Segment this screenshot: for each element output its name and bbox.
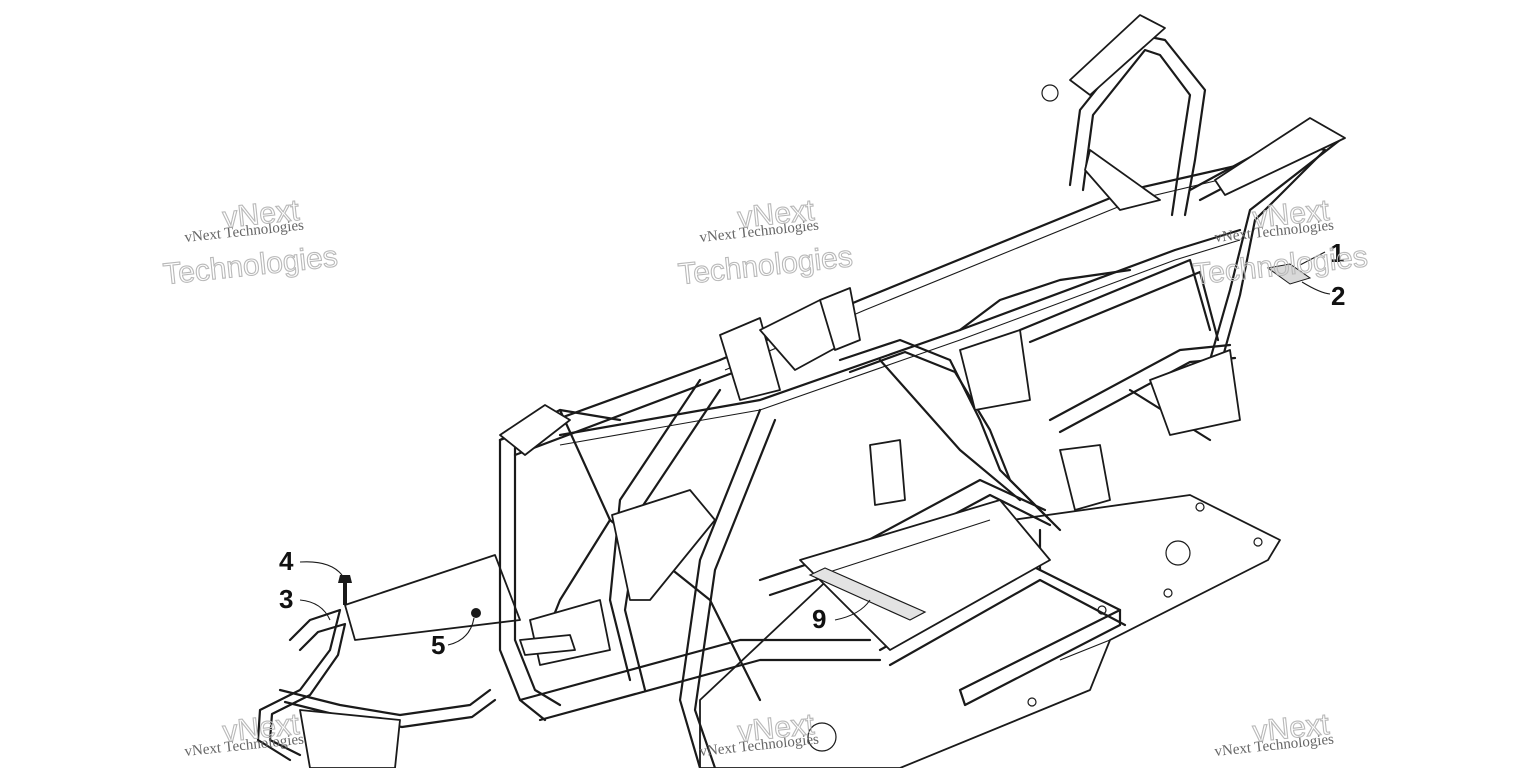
- front-brackets: [499, 287, 1241, 666]
- front-bumper: [256, 608, 497, 768]
- watermark-6: vNext Technologies vNext: [1214, 707, 1335, 760]
- decal-2: [1266, 263, 1312, 285]
- watermark-large-word: Technologies: [162, 240, 340, 291]
- callout-3: 3: [279, 584, 293, 614]
- bolt-4: [338, 575, 352, 605]
- callout-5: 5: [431, 630, 445, 660]
- front-skid-plate: [344, 554, 521, 641]
- watermark-1: vNext Technologies vNext Technologies: [161, 193, 340, 292]
- callout-1: 1: [1330, 238, 1344, 268]
- decal-9: [808, 567, 927, 621]
- leader-lines: [299, 251, 1331, 646]
- callout-2: 2: [1331, 281, 1345, 311]
- callout-9: 9: [812, 604, 826, 634]
- nut-5: [471, 608, 481, 618]
- main-frame: [498, 163, 1242, 768]
- skid-plate: [699, 494, 1281, 768]
- callout-4: 4: [279, 546, 294, 576]
- watermark-2: vNext Technologies vNext Technologies: [676, 193, 855, 292]
- watermark-4: vNext Technologies vNext: [184, 707, 305, 760]
- watermark-large-word: Technologies: [677, 240, 855, 291]
- rear-upright: [1041, 14, 1346, 362]
